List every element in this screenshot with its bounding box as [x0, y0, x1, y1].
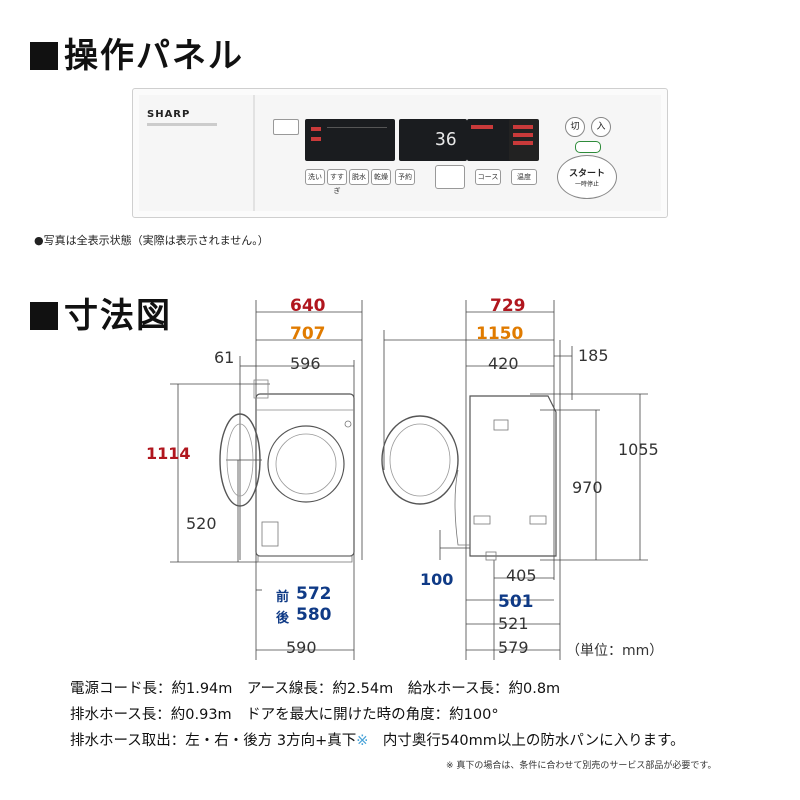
start-label: スタート [568, 169, 605, 179]
front-width-640: 640 [290, 296, 326, 316]
side-base-405: 405 [506, 566, 537, 585]
front-value-572: 572 [296, 584, 332, 604]
mode-indicator [273, 119, 299, 135]
side-foot-100: 100 [420, 570, 454, 589]
lcd-display-indicator [509, 119, 539, 161]
front-filter [261, 521, 279, 547]
side-base-579: 579 [498, 638, 529, 657]
panel-button-timer: 予約 [395, 169, 415, 185]
footnote: ※ 真下の場合は、条件に合わせて別売のサービス部品が必要です。 [446, 761, 717, 771]
dimension-section-title: 寸法図 [30, 288, 172, 337]
lcd-display-center: 36 [399, 119, 467, 161]
panel-section-title: 操作パネル [30, 28, 244, 77]
panel-dial-icon [435, 165, 465, 189]
rear-label: 後 [276, 611, 290, 626]
side-top-185: 185 [578, 346, 609, 365]
start-sub-label: 一時停止 [574, 181, 599, 188]
spec-line-1: 電源コード長：約1.94m アース線長：約2.54m 給水ホース長：約0.8m [70, 681, 561, 697]
side-depth-1150: 1150 [476, 324, 524, 344]
panel-button-dry: 乾燥 [371, 169, 391, 185]
front-body [255, 393, 355, 557]
panel-button-course: コース [475, 169, 501, 185]
panel-note: ●写真は全表示状態（実際は表示されません。） [34, 234, 269, 247]
power-on-button: 入 [591, 117, 611, 137]
side-height-1055: 1055 [618, 440, 659, 459]
front-offset-61: 61 [214, 348, 235, 367]
side-body [469, 395, 557, 557]
rear-value-580: 580 [296, 605, 332, 625]
side-top-420: 420 [488, 354, 519, 373]
side-base-521: 521 [498, 614, 529, 633]
spec-line-3: 排水ホース取出：左・右・後方 3方向+真下※ 内寸奥行540mm以上の防水パンに… [70, 733, 685, 749]
side-door-open [381, 415, 459, 505]
display-digits: 36 [435, 129, 457, 150]
front-drum [267, 425, 345, 503]
front-bottom-590: 590 [286, 638, 317, 657]
power-off-button: 切 [565, 117, 585, 137]
lcd-display-left [305, 119, 395, 161]
control-panel-photo: SHARP 36 洗い すすぎ 脱水 乾燥 予約 コース 温度 切 入 スタート… [132, 88, 668, 218]
front-label: 前 [276, 590, 290, 605]
start-button: スタート 一時停止 [557, 155, 617, 199]
panel-button-temp: 温度 [511, 169, 537, 185]
unit-label: （単位：mm） [566, 643, 664, 659]
asterisk-mark: ※ [356, 733, 369, 749]
front-door-open [219, 413, 261, 507]
side-height-970: 970 [572, 478, 603, 497]
green-indicator [575, 141, 601, 153]
side-depth-729: 729 [490, 296, 526, 316]
panel-button-wash: 洗い [305, 169, 325, 185]
front-width-707: 707 [290, 324, 326, 344]
side-base-501: 501 [498, 592, 534, 612]
brand-logo: SHARP [147, 109, 191, 120]
square-bullet-icon [30, 42, 58, 70]
front-door-520: 520 [186, 514, 217, 533]
spec-line-2: 排水ホース長：約0.93m ドアを最大に開けた時の角度：約100° [70, 707, 499, 723]
panel-button-rinse: すすぎ [327, 169, 347, 195]
panel-button-spin: 脱水 [349, 169, 369, 185]
front-body-596: 596 [290, 354, 321, 373]
square-bullet-icon [30, 302, 58, 330]
front-height-1114: 1114 [146, 444, 191, 463]
